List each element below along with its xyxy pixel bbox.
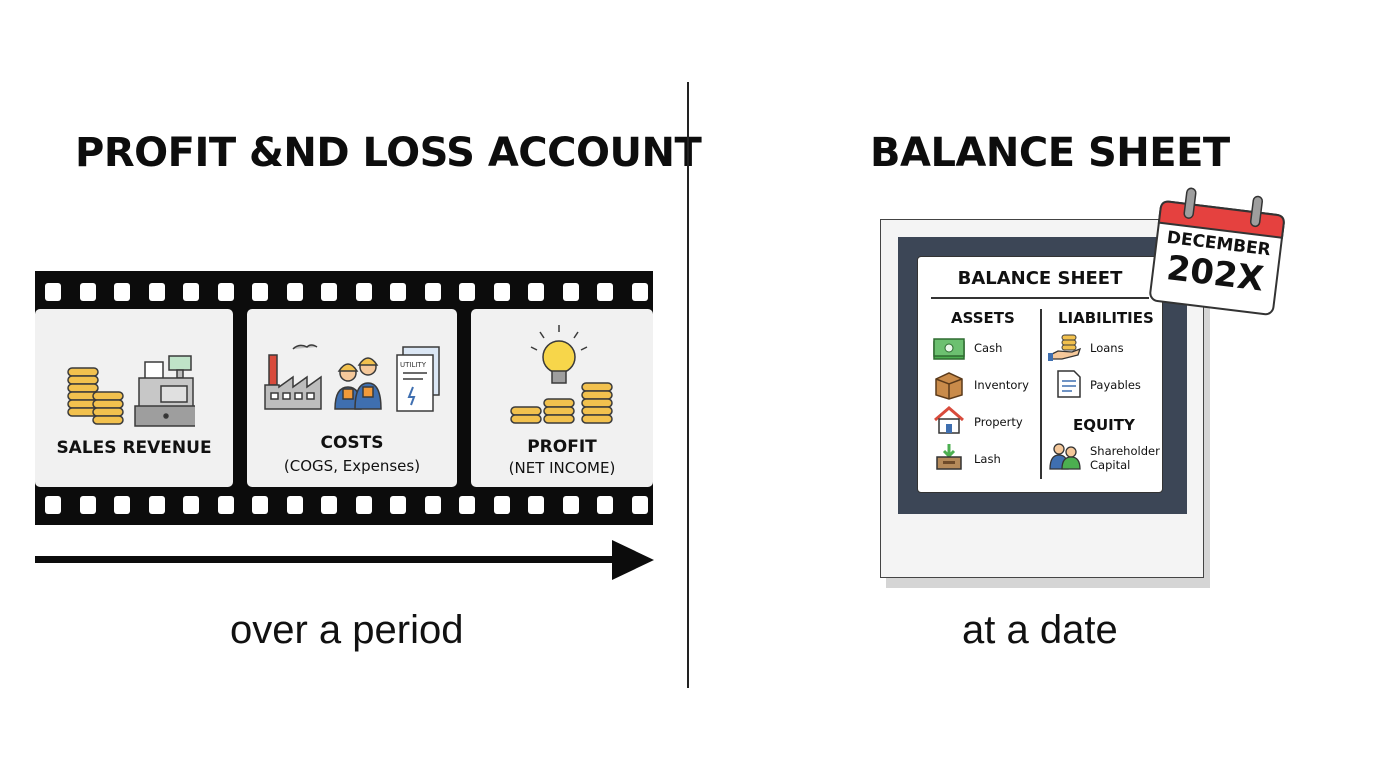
equity-capital: Capital xyxy=(1090,458,1131,472)
assets-header: ASSETS xyxy=(951,309,1015,327)
film-holes-bottom xyxy=(35,496,653,514)
film-hole xyxy=(79,283,96,301)
film-hole xyxy=(321,496,337,514)
frame-sub-costs: (COGS, Expenses) xyxy=(283,457,421,475)
pl-caption: over a period xyxy=(230,608,464,652)
liabilities-header: LIABILITIES xyxy=(1058,309,1154,327)
film-hole xyxy=(252,496,268,514)
film-hole xyxy=(562,496,579,514)
film-hole xyxy=(355,496,372,514)
film-hole xyxy=(597,496,613,514)
film-hole xyxy=(45,283,61,301)
asset-property: Property xyxy=(974,415,1023,429)
box-icon xyxy=(935,372,963,400)
film-hole xyxy=(217,283,234,301)
film-hole xyxy=(148,496,165,514)
bs-caption: at a date xyxy=(962,608,1118,652)
liability-payables: Payables xyxy=(1090,378,1141,392)
house-icon xyxy=(934,406,964,434)
people-icon xyxy=(1049,443,1081,470)
bs-title: BALANCE SHEET xyxy=(870,130,1230,176)
cash-icon xyxy=(933,338,965,360)
frame-label-costs: COSTS xyxy=(320,433,384,453)
hand-coins-icon xyxy=(1048,334,1082,361)
film-hole xyxy=(459,283,475,301)
balance-sheet-column-divider xyxy=(1040,309,1042,479)
factory-workers-icon: UTILITY xyxy=(264,344,440,412)
pl-title: PROFIT &ND LOSS ACCOUNT xyxy=(75,130,702,176)
film-hole xyxy=(528,283,544,301)
film-hole xyxy=(286,283,303,301)
frame-profit: PROFIT (NET INCOME) xyxy=(471,309,653,487)
film-hole xyxy=(183,496,199,514)
film-hole xyxy=(114,496,130,514)
film-hole xyxy=(45,496,61,514)
calendar-page xyxy=(1149,187,1285,316)
film-hole xyxy=(114,283,130,301)
asset-inventory: Inventory xyxy=(974,378,1029,392)
film-hole xyxy=(390,283,406,301)
film-hole xyxy=(79,496,96,514)
balance-sheet-card-title: BALANCE SHEET xyxy=(957,268,1123,289)
asset-cash: Cash xyxy=(974,341,1003,355)
film-hole xyxy=(631,283,648,301)
time-arrow-line xyxy=(35,556,625,563)
frame-costs: UTILITY COSTS (COGS, Expenses) xyxy=(247,309,457,487)
frame-sub-profit: (NET INCOME) xyxy=(508,459,616,477)
film-hole xyxy=(217,496,234,514)
film-hole xyxy=(355,283,372,301)
liability-loans: Loans xyxy=(1090,341,1124,355)
asset-lash: Lash xyxy=(974,452,1001,466)
film-hole xyxy=(390,496,406,514)
film-hole xyxy=(493,283,510,301)
center-divider xyxy=(687,82,689,688)
film-hole xyxy=(252,283,268,301)
inbox-icon xyxy=(936,444,962,470)
film-hole xyxy=(562,283,579,301)
frame-label-sales: SALES REVENUE xyxy=(56,438,212,458)
equity-shareholder: Shareholder xyxy=(1090,444,1160,458)
film-holes-top xyxy=(35,283,653,301)
time-arrow-head xyxy=(612,540,654,580)
film-hole xyxy=(424,496,441,514)
calendar-icon: DECEMBER 202X xyxy=(1145,180,1291,319)
film-hole xyxy=(183,283,199,301)
frame-sales-revenue: SALES REVENUE xyxy=(35,309,233,487)
film-hole xyxy=(597,283,613,301)
equity-header: EQUITY xyxy=(1073,416,1135,434)
film-hole xyxy=(424,283,441,301)
film-hole xyxy=(459,496,475,514)
film-hole xyxy=(321,283,337,301)
balance-sheet-rule xyxy=(931,297,1149,299)
film-hole xyxy=(493,496,510,514)
frame-label-profit: PROFIT xyxy=(527,437,597,457)
lightbulb-coins-icon xyxy=(510,325,613,424)
document-icon xyxy=(1057,370,1081,398)
film-hole xyxy=(148,283,165,301)
film-hole xyxy=(528,496,544,514)
coins-register-icon xyxy=(67,355,195,427)
film-hole xyxy=(286,496,303,514)
film-hole xyxy=(631,496,648,514)
utility-bill-text: UTILITY xyxy=(400,361,427,369)
film-strip: SALES REVENUE xyxy=(35,271,653,525)
